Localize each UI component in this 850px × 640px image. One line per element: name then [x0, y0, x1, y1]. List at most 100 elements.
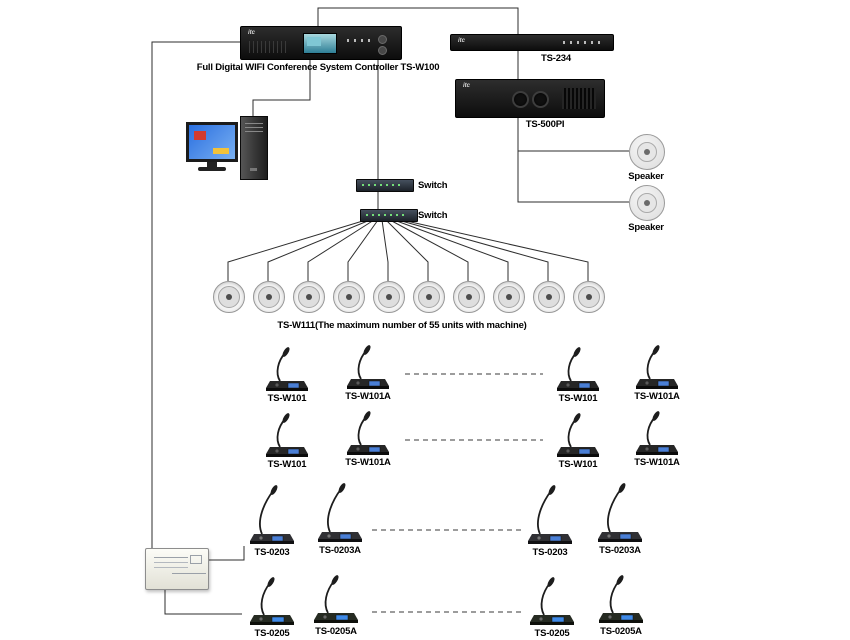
conference-mic [590, 483, 650, 548]
wire [307, 219, 375, 281]
ceiling-unit-icon [293, 281, 325, 313]
speaker-icon [629, 185, 665, 221]
gooseneck-mic-icon [548, 412, 608, 458]
front-indicators [563, 41, 603, 44]
gooseneck-mic-icon [548, 346, 608, 392]
vent-grille [249, 41, 289, 53]
speaker-label: Speaker [628, 222, 664, 233]
brand-logo: itc [463, 83, 471, 89]
device-ts-234: itc [450, 34, 614, 51]
controller-knob [378, 46, 387, 55]
gooseneck-mic-icon [306, 574, 366, 624]
conference-mic [548, 412, 608, 463]
conference-mic [306, 574, 366, 629]
mic-label: TS-W101 [267, 393, 307, 404]
wall-connection-box [145, 548, 209, 590]
conference-controller-ts-w100: itc [240, 26, 402, 60]
ceiling-unit-icon [213, 281, 245, 313]
wire [347, 219, 379, 281]
mic-label: TS-0203 [532, 547, 568, 558]
controller-screen [303, 33, 337, 54]
ceiling-unit-icon [573, 281, 605, 313]
speaker-label: Speaker [628, 171, 664, 182]
wire [151, 41, 240, 548]
controller-knob [378, 35, 387, 44]
ceiling-unit-icon [333, 281, 365, 313]
mic-label: TS-W101A [345, 391, 391, 402]
computer-tower [240, 116, 268, 180]
mic-label: TS-0203A [599, 545, 641, 556]
wire [517, 116, 629, 203]
conference-mic [520, 485, 580, 550]
gooseneck-mic-icon [590, 483, 650, 543]
ceiling-unit-icon [253, 281, 285, 313]
mic-label: TS-0205A [600, 626, 642, 637]
ceiling-unit-icon [453, 281, 485, 313]
wire [164, 588, 242, 615]
gooseneck-mic-icon [627, 410, 687, 456]
vu-meter [532, 91, 549, 108]
switch-label: Switch [418, 210, 448, 221]
mic-label: TS-0205 [254, 628, 290, 639]
mic-label: TS-W101A [634, 391, 680, 402]
conference-mic [548, 346, 608, 397]
controller-label: Full Digital WIFI Conference System Cont… [196, 62, 440, 73]
conference-mic [242, 576, 302, 631]
conference-mic [522, 576, 582, 631]
mic-label: TS-W101 [558, 459, 598, 470]
gooseneck-mic-icon [242, 485, 302, 545]
mic-label: TS-W101 [267, 459, 307, 470]
network-switch-2 [360, 209, 418, 222]
mic-label: TS-W101 [558, 393, 598, 404]
ceiling-unit-icon [493, 281, 525, 313]
brand-logo: itc [248, 30, 256, 36]
vu-meter [512, 91, 529, 108]
wire [252, 58, 311, 116]
conference-mic [627, 344, 687, 395]
gooseneck-mic-icon [257, 412, 317, 458]
speaker-icon [629, 134, 665, 170]
wire [397, 219, 549, 281]
ceiling-unit-icon [413, 281, 445, 313]
monitor-base [198, 167, 226, 171]
conference-mic [310, 483, 370, 548]
wire [385, 219, 429, 281]
gooseneck-mic-icon [310, 483, 370, 543]
monitor-stand [207, 162, 217, 167]
conference-mic [257, 346, 317, 397]
computer-monitor [186, 122, 238, 162]
conference-mic [338, 410, 398, 461]
wire [393, 219, 509, 281]
gooseneck-mic-icon [338, 344, 398, 390]
mic-label: TS-W101A [345, 457, 391, 468]
gooseneck-mic-icon [591, 574, 651, 624]
heat-fins [562, 88, 596, 109]
mic-label: TS-0203A [319, 545, 361, 556]
conference-mic [257, 412, 317, 463]
mic-label: TS-0203 [254, 547, 290, 558]
mic-label: TS-0205 [534, 628, 570, 639]
brand-logo: itc [458, 38, 466, 44]
gooseneck-mic-icon [257, 346, 317, 392]
gooseneck-mic-icon [338, 410, 398, 456]
gooseneck-mic-icon [627, 344, 687, 390]
wire [267, 219, 371, 281]
amplifier-ts-500pi: itc [455, 79, 605, 118]
wire [389, 219, 469, 281]
mic-label: TS-W101A [634, 457, 680, 468]
ts-500pi-label: TS-500PI [525, 119, 565, 130]
wire [381, 219, 389, 281]
conference-mic [627, 410, 687, 461]
ceiling-unit-icon [373, 281, 405, 313]
wire [317, 7, 519, 34]
gooseneck-mic-icon [520, 485, 580, 545]
gooseneck-mic-icon [242, 576, 302, 626]
conference-mic [591, 574, 651, 629]
mic-label: TS-0205A [315, 626, 357, 637]
network-switch-1 [356, 179, 414, 192]
ceiling-unit-icon [533, 281, 565, 313]
conference-mic [242, 485, 302, 550]
gooseneck-mic-icon [522, 576, 582, 626]
wire [207, 546, 245, 561]
